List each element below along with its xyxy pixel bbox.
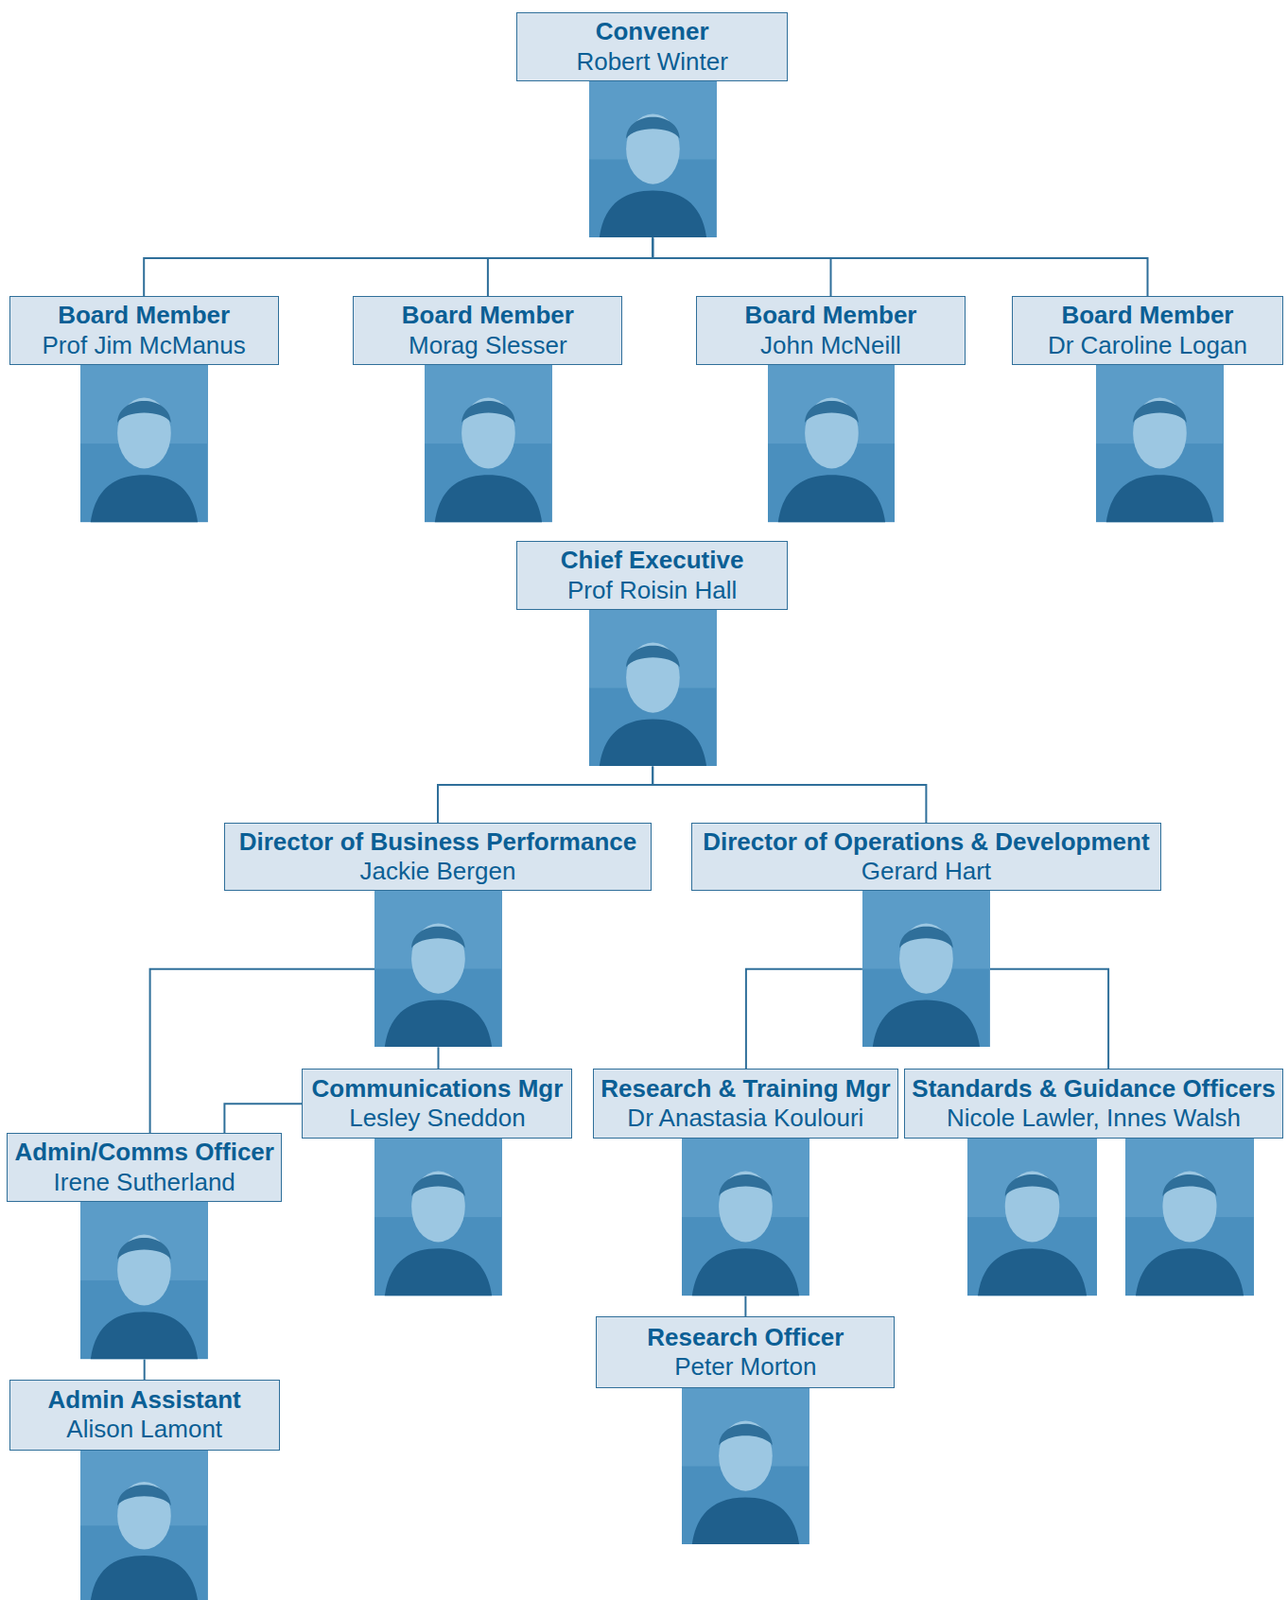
role-title: Chief Executive <box>560 545 745 575</box>
title-box: Admin AssistantAlison Lamont <box>9 1379 280 1450</box>
org-member: Chief ExecutiveProf Roisin Hall <box>516 540 788 767</box>
person-name: Morag Slesser <box>408 330 568 361</box>
role-title: Admin Assistant <box>48 1385 242 1415</box>
org-member: Board MemberJohn McNeill <box>696 295 966 523</box>
person-name: Prof Roisin Hall <box>567 575 737 606</box>
title-box: Director of Business PerformanceJackie B… <box>224 822 651 891</box>
portrait-photo <box>589 609 717 766</box>
connector-line <box>487 237 653 296</box>
portrait-photo <box>374 1138 503 1296</box>
role-title: Director of Business Performance <box>239 827 637 857</box>
title-box: Board MemberProf Jim McManus <box>9 295 279 366</box>
portrait-photo <box>1096 365 1224 523</box>
connector-line <box>224 1103 302 1133</box>
org-member: Admin/Comms OfficerIrene Sutherland <box>6 1132 282 1360</box>
portrait-photo <box>862 890 991 1047</box>
role-title: Board Member <box>1061 300 1234 331</box>
person-name: Gerard Hart <box>861 856 992 887</box>
role-title: Board Member <box>744 300 917 331</box>
title-box: Chief ExecutiveProf Roisin Hall <box>516 540 788 610</box>
org-member: ConvenerRobert Winter <box>516 12 788 239</box>
connector-line <box>143 1359 146 1381</box>
title-box: Director of Operations & DevelopmentGera… <box>691 822 1163 891</box>
org-member: Board MemberDr Caroline Logan <box>1011 295 1284 523</box>
org-member: Standards & Guidance OfficersNicole Lawl… <box>904 1068 1284 1297</box>
person-name: Irene Sutherland <box>53 1167 236 1198</box>
person-name: Dr Caroline Logan <box>1047 330 1248 361</box>
role-title: Board Member <box>57 300 230 331</box>
portrait-photo <box>681 1138 810 1296</box>
org-member: Director of Business PerformanceJackie B… <box>224 822 651 1047</box>
role-title: Standards & Guidance Officers <box>911 1074 1275 1104</box>
title-box: Board MemberDr Caroline Logan <box>1011 295 1284 366</box>
person-name: Nicole Lawler, Innes Walsh <box>946 1103 1241 1133</box>
person-name: John McNeill <box>760 330 902 361</box>
org-member: Research OfficerPeter Morton <box>595 1316 895 1545</box>
connector-line <box>990 969 1109 1069</box>
role-title: Research & Training Mgr <box>600 1074 890 1104</box>
connector-line <box>652 237 1148 296</box>
org-member: Director of Operations & DevelopmentGera… <box>691 822 1163 1047</box>
title-box: Research & Training MgrDr Anastasia Koul… <box>592 1068 899 1139</box>
person-name: Prof Jim McManus <box>42 330 246 361</box>
person-name: Lesley Sneddon <box>348 1103 525 1133</box>
connector-line <box>746 969 863 1069</box>
org-member: Admin AssistantAlison Lamont <box>9 1379 280 1600</box>
portrait-photo <box>767 365 896 523</box>
org-member: Board MemberMorag Slesser <box>352 295 623 523</box>
portrait-photo <box>374 890 503 1047</box>
org-member: Board MemberProf Jim McManus <box>9 295 279 523</box>
role-title: Admin/Comms Officer <box>14 1137 275 1167</box>
portrait-photo <box>80 1201 209 1359</box>
person-name: Robert Winter <box>575 47 728 77</box>
role-title: Board Member <box>401 300 575 331</box>
role-title: Communications Mgr <box>312 1074 564 1104</box>
role-title: Director of Operations & Development <box>702 827 1149 857</box>
title-box: Admin/Comms OfficerIrene Sutherland <box>6 1132 282 1202</box>
portrait-photo <box>967 1138 1097 1296</box>
role-title: Convener <box>595 17 710 47</box>
person-name: Alison Lamont <box>66 1414 223 1445</box>
connector-line <box>652 766 926 823</box>
title-box: Research OfficerPeter Morton <box>595 1316 895 1389</box>
title-box: Board MemberJohn McNeill <box>696 295 966 366</box>
portrait-photo <box>1125 1138 1254 1296</box>
connector-line <box>652 237 831 296</box>
portrait-photo <box>589 81 717 238</box>
title-box: Standards & Guidance OfficersNicole Lawl… <box>904 1068 1284 1139</box>
org-member: Research & Training MgrDr Anastasia Koul… <box>592 1068 899 1297</box>
org-member: Communications MgrLesley Sneddon <box>301 1068 573 1297</box>
connector-line <box>437 1046 440 1069</box>
title-box: ConvenerRobert Winter <box>516 12 788 82</box>
person-name: Jackie Bergen <box>360 856 517 887</box>
connector-line <box>437 766 653 823</box>
portrait-photo <box>424 365 553 523</box>
person-name: Dr Anastasia Koulouri <box>626 1103 864 1133</box>
portrait-photo <box>80 365 209 523</box>
role-title: Research Officer <box>646 1322 844 1353</box>
connector-line <box>143 237 653 296</box>
portrait-photo <box>681 1388 810 1545</box>
person-name: Peter Morton <box>674 1352 817 1382</box>
portrait-photo <box>80 1450 209 1600</box>
title-box: Communications MgrLesley Sneddon <box>301 1068 573 1139</box>
connector-line <box>744 1296 747 1318</box>
title-box: Board MemberMorag Slesser <box>352 295 623 366</box>
